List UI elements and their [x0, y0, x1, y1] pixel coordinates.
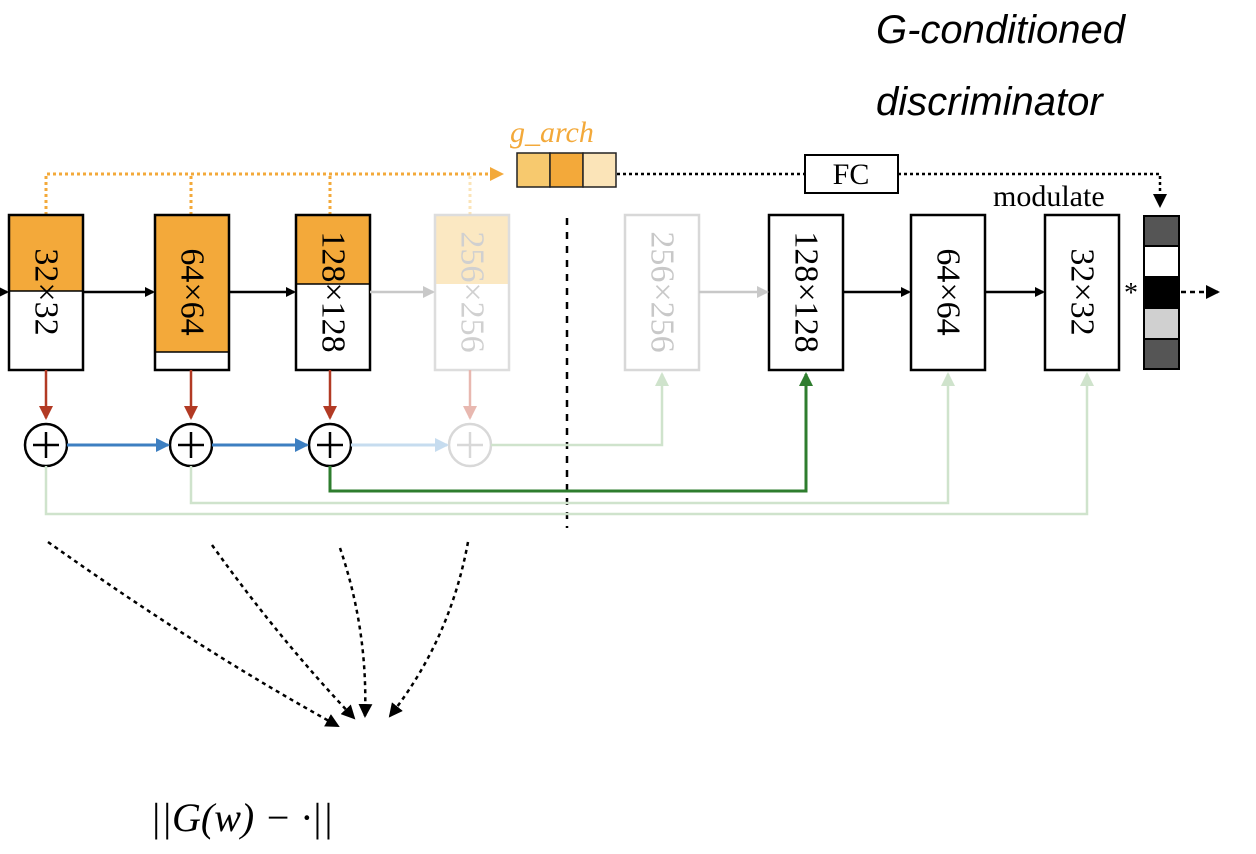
g-arch-label: g_arch: [510, 116, 594, 149]
loss-arrows: [47, 540, 470, 728]
decoder-block-3: 64×64: [909, 213, 987, 372]
decoder-block-4-label: 32×32: [1064, 248, 1101, 335]
encoder-block-2-label: 64×64: [174, 248, 211, 335]
fc-path: [617, 172, 1167, 208]
encoder-block-4: 256×256: [433, 213, 511, 372]
sum-node-3: [307, 422, 353, 468]
encoder-block-2: 64×64: [153, 213, 231, 372]
modulate-label: modulate: [993, 180, 1105, 213]
modulation-vector: [1143, 215, 1180, 370]
g-arch-cell-2: [549, 152, 584, 188]
title-line-1: G-conditioned: [876, 8, 1127, 52]
star-label: *: [1124, 278, 1138, 309]
decoder-block-2-label: 128×128: [788, 231, 825, 352]
loss-expression: ||G(w) − ·||: [150, 795, 333, 840]
decoder-block-4: 32×32: [1043, 213, 1121, 372]
decoder-block-1: 256×256: [623, 213, 701, 372]
sum-node-4: [447, 422, 493, 468]
skip-connections: [44, 372, 1094, 516]
sum-node-2: [168, 422, 214, 468]
g-arch-feed-lines: [44, 167, 504, 215]
encoder-block-1-label: 32×32: [28, 248, 65, 335]
fc-label: FC: [833, 158, 870, 191]
g-arch-cell-3: [582, 152, 617, 188]
g-arch-cell-1: [516, 152, 551, 188]
decoder-block-3-label: 64×64: [930, 248, 967, 335]
encoder-block-1: 32×32: [7, 213, 85, 372]
encoder-block-3: 128×128: [294, 213, 372, 372]
down-arrows: [39, 370, 477, 420]
encoder-block-3-label: 128×128: [315, 231, 352, 352]
fc-box: [804, 154, 899, 194]
g-arch-vector: [516, 152, 617, 188]
sum-node-1: [23, 422, 69, 468]
title-line-2: discriminator: [876, 80, 1104, 124]
encoder-block-4-label: 256×256: [454, 231, 491, 352]
decoder-block-1-label: 256×256: [644, 231, 681, 352]
decoder-block-2: 128×128: [767, 213, 845, 372]
